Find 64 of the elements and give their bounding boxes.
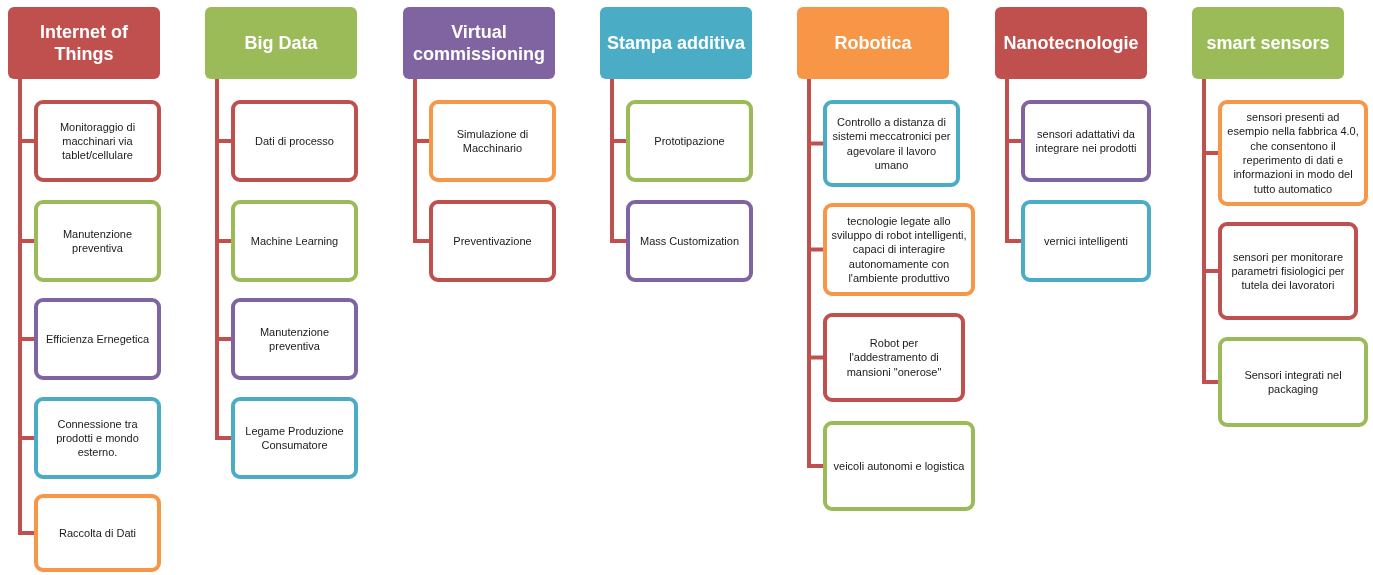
item-box bbox=[823, 100, 960, 187]
item-box bbox=[231, 298, 358, 380]
item-text: Efficienza Ernegetica bbox=[45, 331, 150, 347]
item-box bbox=[34, 494, 161, 572]
item-box bbox=[1218, 337, 1368, 427]
item-text: Monitoraggio di macchinari via tablet/cellulare bbox=[58, 119, 137, 163]
connector-line bbox=[413, 79, 429, 243]
item-box bbox=[823, 203, 975, 296]
connector-line bbox=[610, 79, 626, 243]
item-box bbox=[626, 100, 753, 182]
category-header bbox=[797, 7, 949, 79]
item-box bbox=[823, 313, 965, 402]
header-text: smart sensors bbox=[1206, 31, 1330, 55]
item-text: Robot per l'addestramento di mansioni "onerose" bbox=[845, 336, 943, 379]
item-box bbox=[429, 200, 556, 282]
item-text: Manutenzione preventiva bbox=[258, 324, 331, 354]
category-header bbox=[403, 7, 555, 79]
connector-line bbox=[215, 79, 231, 440]
header-text: Nanotecnologie bbox=[1003, 31, 1139, 55]
item-text: sensori adattativi da integrare nei prodotti bbox=[1034, 126, 1138, 156]
item-box bbox=[1021, 200, 1151, 282]
item-box bbox=[1218, 100, 1368, 206]
item-box bbox=[626, 200, 753, 282]
item-text: Dati di processo bbox=[255, 133, 334, 149]
item-text: Connessione tra prodotti e mondo esterno. bbox=[55, 416, 140, 460]
item-box bbox=[34, 397, 161, 479]
item-text: Prototipazione bbox=[654, 133, 725, 149]
category-header bbox=[1192, 7, 1344, 79]
item-text: Preventivazione bbox=[453, 233, 532, 249]
item-box bbox=[231, 200, 358, 282]
item-text: veicoli autonomi e logistica bbox=[833, 458, 965, 474]
header-text: Big Data bbox=[244, 31, 318, 55]
header-text: Internet of Things bbox=[39, 20, 129, 66]
item-box bbox=[1021, 100, 1151, 182]
header-text: Virtual commissioning bbox=[412, 20, 546, 66]
item-box bbox=[429, 100, 556, 182]
item-text: sensori per monitorare parametri fisiologici per tutela dei lavoratori bbox=[1230, 249, 1346, 293]
item-text: Sensori integrati nel packaging bbox=[1243, 367, 1343, 397]
item-text: Machine Learning bbox=[250, 233, 339, 249]
item-text: Controllo a distanza di sistemi meccatronici per agevolare il lavoro umano bbox=[831, 114, 952, 173]
header-text: Stampa additiva bbox=[606, 31, 745, 55]
header-text: Robotica bbox=[834, 31, 912, 55]
item-box bbox=[34, 298, 161, 380]
item-text: Legame Produzione Consumatore bbox=[244, 423, 345, 453]
item-text: Simulazione di Macchinario bbox=[455, 126, 530, 156]
item-text: Mass Customization bbox=[639, 233, 739, 249]
item-text: Raccolta di Dati bbox=[58, 525, 136, 541]
item-text: vernici intelligenti bbox=[1044, 233, 1128, 249]
connector-line bbox=[807, 79, 823, 468]
item-text: tecnologie legate allo sviluppo di robot intelligenti, capaci di interagire autonomamente con l'ambiente produttivo bbox=[831, 213, 967, 286]
item-text: Manutenzione preventiva bbox=[61, 226, 134, 256]
connector-line bbox=[1005, 79, 1021, 243]
item-box bbox=[231, 100, 358, 182]
category-header bbox=[600, 7, 752, 79]
item-text: sensori presenti ad esempio nella fabbrica 4.0, che consentono il reperimento di dati e informazioni in modo del tutto automatico bbox=[1226, 110, 1360, 196]
item-box bbox=[1218, 222, 1358, 320]
item-box bbox=[823, 421, 975, 511]
category-header bbox=[8, 7, 160, 79]
item-box bbox=[34, 200, 161, 282]
item-box bbox=[34, 100, 161, 182]
category-header bbox=[205, 7, 357, 79]
category-header bbox=[995, 7, 1147, 79]
connector-line bbox=[18, 79, 34, 535]
item-box bbox=[231, 397, 358, 479]
